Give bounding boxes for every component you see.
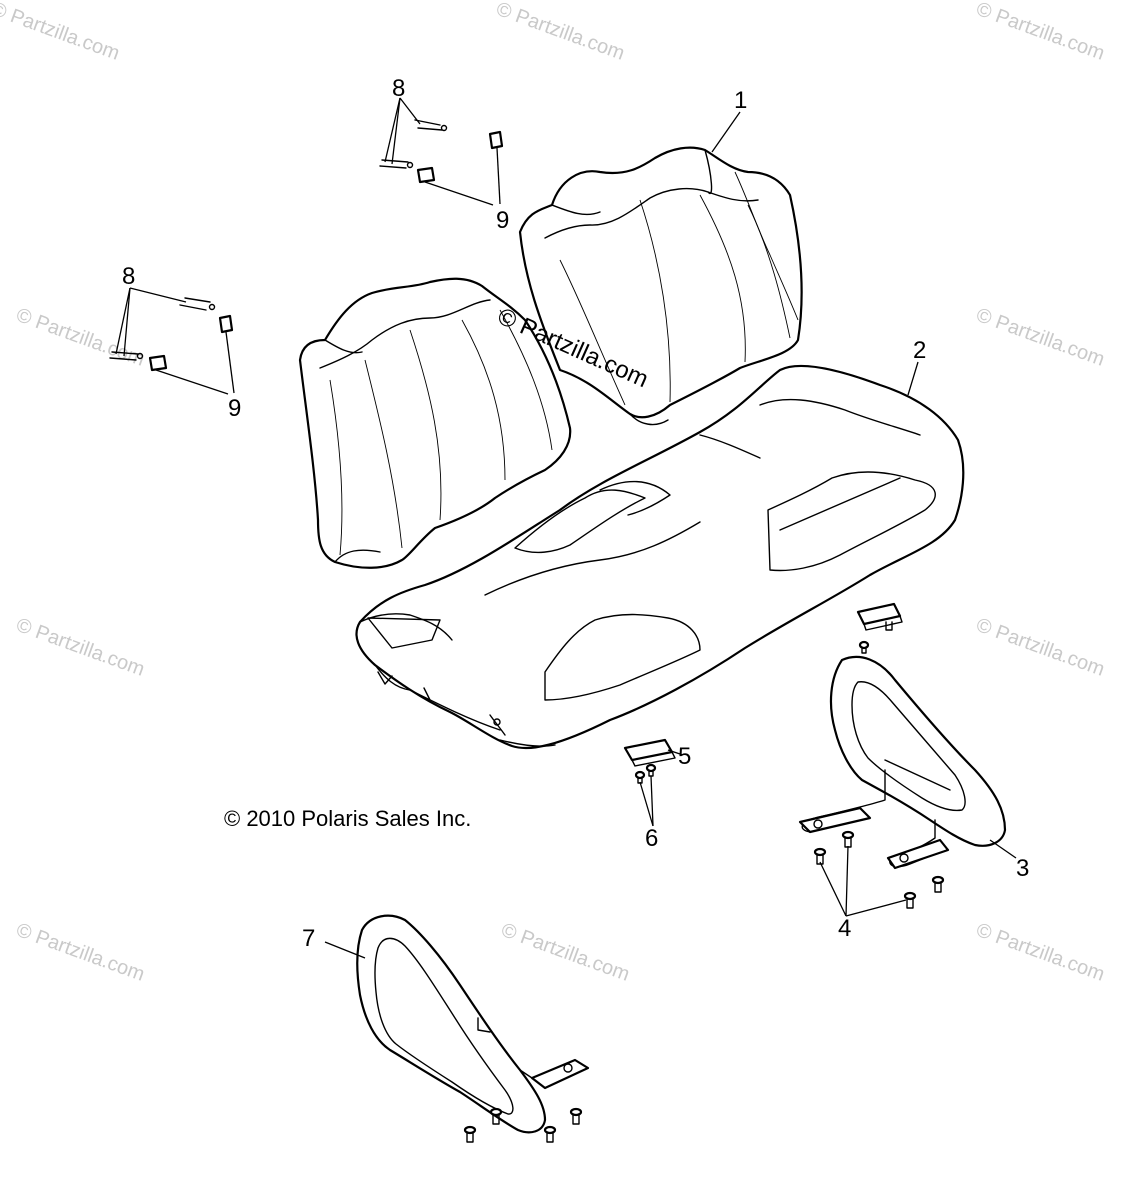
pins-top-group [379,119,504,184]
callout-7: 7 [302,925,315,952]
mounting-bracket-rear [856,602,903,631]
callout-8-top: 8 [392,75,405,102]
watermark: © Partzilla.com [13,614,147,681]
leader-lines [115,97,1017,959]
mounting-bracket-front [623,738,676,767]
callout-2: 2 [913,337,926,364]
watermark: © Partzilla.com [973,614,1107,681]
callout-5: 5 [678,743,691,770]
callout-4: 4 [838,915,851,942]
copyright-text: © 2010 Polaris Sales Inc. [224,806,471,831]
watermark: © Partzilla.com [13,919,147,986]
watermark: © Partzilla.com [973,304,1107,371]
seat-base [355,364,965,750]
pins-left-group [109,297,234,372]
watermark: © Partzilla.com [0,0,122,65]
callout-9-top: 9 [496,207,509,234]
grab-handle-left [356,914,590,1134]
callout-1: 1 [734,87,747,114]
callouts: 1 2 3 4 5 6 7 8 9 8 9 [122,75,1029,952]
seat-back-left [298,277,572,569]
nuts [634,640,870,784]
callout-6: 6 [645,825,658,852]
screws-right [813,830,945,909]
watermark: © Partzilla.com [973,919,1107,986]
callout-3: 3 [1016,855,1029,882]
callout-8-left: 8 [122,263,135,290]
watermark: © Partzilla.com [498,919,632,986]
callout-9-left: 9 [228,395,241,422]
seat-back-right [518,146,803,426]
screws-left [463,1107,583,1143]
watermark: © Partzilla.com [973,0,1107,65]
grab-handle-right [798,655,1007,870]
watermark: © Partzilla.com [493,0,627,65]
